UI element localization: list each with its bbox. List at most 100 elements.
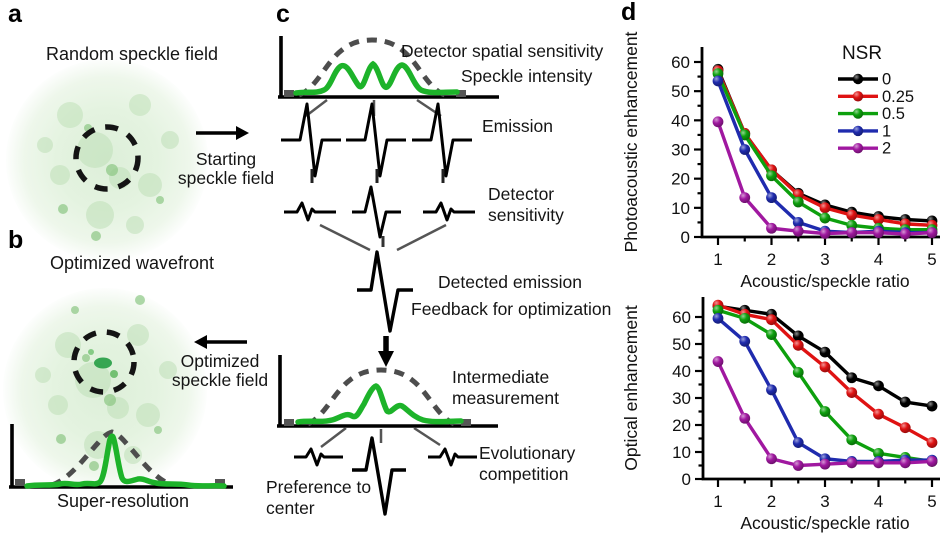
data-point <box>766 384 777 396</box>
y-tick-label: 40 <box>672 362 691 381</box>
x-tick-label: 2 <box>767 250 776 269</box>
data-point <box>873 447 884 459</box>
data-point <box>819 228 831 239</box>
x-tick-label: 4 <box>874 250 883 269</box>
series-line <box>716 316 934 464</box>
data-point <box>712 75 724 87</box>
x-tick-label: 1 <box>713 492 722 511</box>
data-point <box>766 329 777 340</box>
dashed-target-circle-b <box>71 329 137 395</box>
data-point <box>873 227 884 239</box>
data-point <box>819 346 831 358</box>
y-tick-label: 30 <box>672 389 691 408</box>
panel-d-label: d <box>621 0 637 26</box>
y-tick-label: 50 <box>671 82 690 101</box>
detector-sensitivity-curve <box>51 429 173 488</box>
x-axis-title: Acoustic/speckle ratio <box>740 271 909 291</box>
data-point <box>846 434 858 446</box>
data-point <box>873 380 884 392</box>
x-tick-label: 3 <box>820 250 829 269</box>
data-point <box>792 225 804 237</box>
data-point <box>846 227 858 239</box>
data-point <box>792 217 804 228</box>
data-point <box>739 129 751 141</box>
data-point <box>926 400 938 412</box>
data-point <box>819 406 831 417</box>
data-point <box>819 361 831 373</box>
data-point <box>766 453 777 465</box>
data-point <box>846 209 858 221</box>
x-tick-label: 3 <box>820 492 829 511</box>
optimized-focus-spot <box>88 349 118 378</box>
data-point <box>766 170 777 182</box>
y-tick-label: 0 <box>682 470 691 489</box>
y-tick-label: 30 <box>671 141 690 160</box>
y-tick-label: 50 <box>672 335 691 354</box>
data-point <box>739 144 751 155</box>
panel-b-label: b <box>8 226 24 254</box>
data-point <box>739 335 751 347</box>
x-axis-title: Acoustic/speckle ratio <box>740 513 909 533</box>
legend-marker <box>852 108 864 119</box>
axis <box>701 297 940 481</box>
data-point <box>792 437 804 448</box>
data-point <box>819 212 831 224</box>
data-point <box>792 196 804 208</box>
competition-wavelets <box>294 436 477 516</box>
data-point <box>792 339 804 351</box>
speckle-field-a <box>6 59 208 261</box>
x-tick-label: 4 <box>874 492 883 511</box>
y-tick-label: 10 <box>672 443 691 462</box>
data-point <box>766 222 777 234</box>
panel-c-schematic <box>277 36 499 516</box>
data-point <box>766 314 777 326</box>
intermediate-intensity-curve <box>295 383 464 425</box>
data-point <box>899 228 911 240</box>
data-point <box>712 116 724 128</box>
detector-sensitivity-wavelets <box>284 185 475 239</box>
panel-a-title: Random speckle field <box>45 44 219 64</box>
y-axis-title: Photoacoustic enhancement <box>621 31 641 252</box>
data-point <box>846 372 858 384</box>
detected-emission-wavelet <box>357 250 413 333</box>
y-tick-label: 0 <box>681 228 690 247</box>
super-resolution-plot <box>9 424 233 489</box>
data-point <box>926 227 938 239</box>
speckle-intensity-curve <box>293 60 460 96</box>
super-resolution-caption: Super-resolution <box>56 491 190 511</box>
starting-speckle-caption-line2: speckle field <box>177 168 275 188</box>
data-point <box>712 356 724 367</box>
data-point <box>899 422 911 434</box>
data-point <box>926 456 938 467</box>
panel-c-label: c <box>276 0 290 28</box>
emission-label: Emission <box>482 116 553 136</box>
y-tick-label: 20 <box>671 170 690 189</box>
legend-title: NSR <box>842 43 882 64</box>
dashed-target-circle-a <box>73 124 141 192</box>
data-point <box>899 457 911 469</box>
x-tick-label: 5 <box>927 492 936 511</box>
data-point <box>873 408 884 420</box>
data-point <box>739 312 751 324</box>
data-point <box>846 387 858 398</box>
intermediate-measurement-label-line1: Intermediate <box>452 367 550 387</box>
y-tick-label: 60 <box>671 53 690 72</box>
emission-wavelets <box>281 102 472 178</box>
y-tick-label: 20 <box>672 416 691 435</box>
intermediate-measurement-label-line2: measurement <box>452 388 559 408</box>
data-point <box>766 192 777 204</box>
optimized-intensity-curve <box>24 433 227 489</box>
data-point <box>846 457 858 469</box>
y-tick-label: 60 <box>672 308 691 327</box>
legend-marker <box>852 91 864 102</box>
data-point <box>873 214 884 225</box>
feedback-label: Feedback for optimization <box>411 299 612 319</box>
detector-sensitivity-label-line2: sensitivity <box>488 205 564 225</box>
x-tick-label: 1 <box>713 250 722 269</box>
data-point <box>819 458 831 470</box>
data-point <box>899 396 911 408</box>
detected-emission-label: Detected emission <box>438 272 582 292</box>
